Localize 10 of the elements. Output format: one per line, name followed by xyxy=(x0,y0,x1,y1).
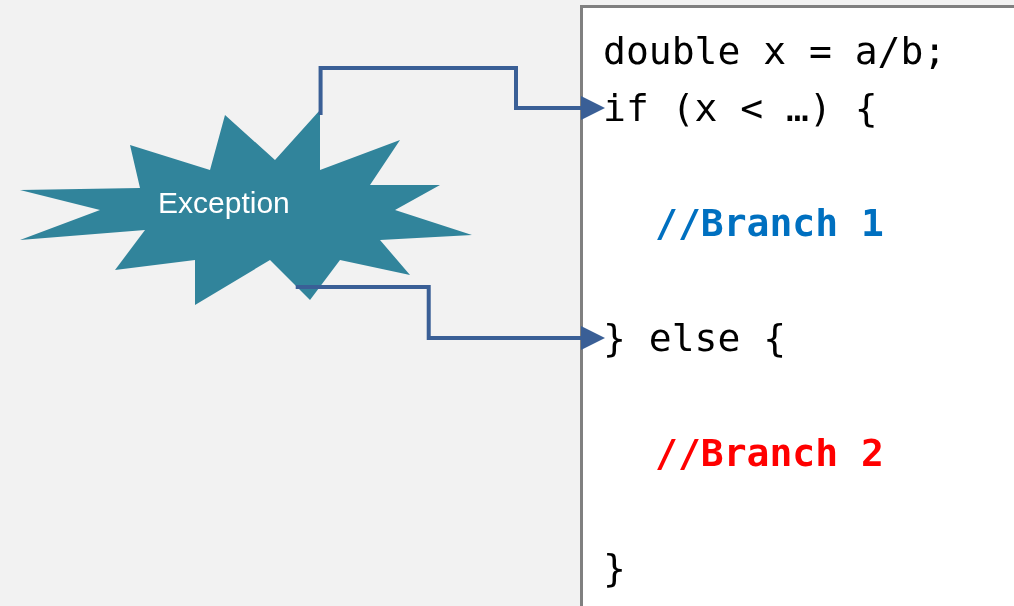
shape-label: Exception xyxy=(158,186,290,220)
code-comment: //Branch 1 xyxy=(655,200,884,246)
arrow xyxy=(318,66,605,120)
code-line: if (x < …) { xyxy=(603,85,878,131)
code-line: } xyxy=(603,545,626,591)
arrow xyxy=(295,285,605,350)
code-line: } else { xyxy=(603,315,787,361)
code-line: double x = a/b; xyxy=(603,28,947,74)
code-panel xyxy=(580,5,1014,606)
code-comment: //Branch 2 xyxy=(655,430,884,476)
